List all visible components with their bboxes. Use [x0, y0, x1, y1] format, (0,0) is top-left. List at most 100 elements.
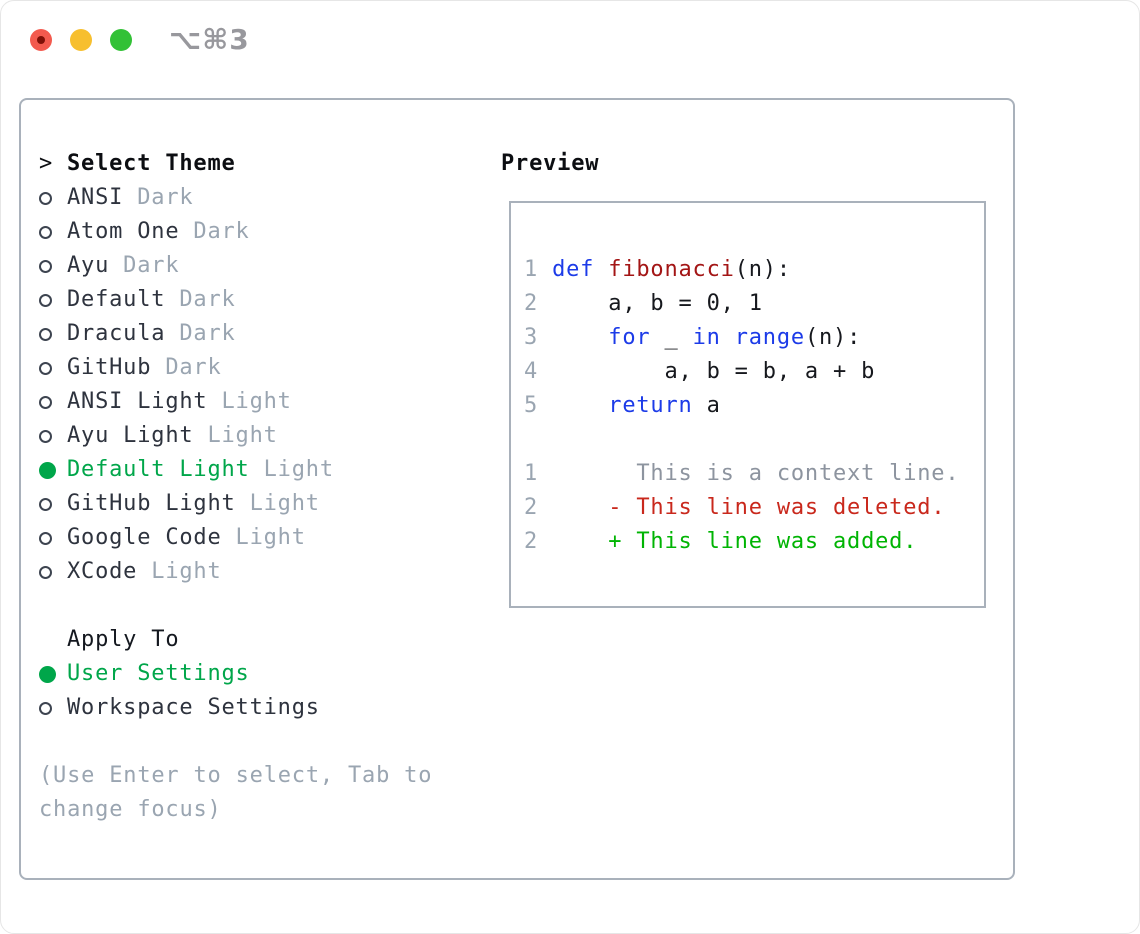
radio-icon [39, 521, 67, 555]
close-dot-icon [37, 36, 45, 44]
theme-option-label: GitHub [67, 355, 152, 380]
hint-line-2: change focus) [39, 797, 222, 822]
theme-variant-label: Dark [109, 253, 180, 278]
theme-variant-label: Light [235, 491, 320, 516]
theme-option-default-light[interactable]: Default Light Light [39, 453, 489, 487]
theme-option-github-light[interactable]: GitHub Light Light [39, 487, 489, 521]
code-line: 2 + This line was added. [524, 525, 984, 559]
theme-option-label: Ayu Light [67, 423, 194, 448]
radio-selected-icon [39, 453, 67, 487]
select-theme-label: Select Theme [67, 151, 236, 176]
titlebar: ⌥⌘3 [1, 1, 1139, 79]
line-number: 5 [524, 393, 553, 418]
theme-option-label: GitHub Light [67, 491, 236, 516]
line-number: 3 [524, 325, 553, 350]
close-button[interactable] [30, 29, 52, 51]
theme-option-label: ANSI [67, 185, 124, 210]
token-pln [594, 257, 608, 282]
token-pln [552, 495, 608, 520]
line-number: 4 [524, 359, 553, 384]
theme-option-label: Default [67, 287, 166, 312]
radio-icon [39, 487, 67, 521]
theme-option-google-code[interactable]: Google Code Light [39, 521, 489, 555]
theme-option-label: Default Light [67, 457, 250, 482]
code-line: 3 for _ in range(n): [524, 321, 984, 355]
theme-variant-label: Light [193, 423, 278, 448]
apply-option-user-settings[interactable]: User Settings [39, 657, 489, 691]
token-pln: (n): [804, 325, 862, 350]
theme-option-default[interactable]: Default Dark [39, 283, 489, 317]
token-pln [721, 325, 735, 350]
token-pln: a [692, 393, 721, 418]
token-del: - This line was deleted. [608, 495, 946, 520]
theme-option-atom-one[interactable]: Atom One Dark [39, 215, 489, 249]
theme-option-github[interactable]: GitHub Dark [39, 351, 489, 385]
theme-option-ansi-light[interactable]: ANSI Light Light [39, 385, 489, 419]
select-theme-header: > Select Theme [39, 147, 489, 181]
minimize-button[interactable] [70, 29, 92, 51]
spacer [39, 725, 489, 759]
window-title: ⌥⌘3 [169, 23, 250, 56]
radio-icon [39, 691, 67, 725]
theme-option-ansi[interactable]: ANSI Dark [39, 181, 489, 215]
token-kw: return [608, 393, 693, 418]
theme-variant-label: Dark [123, 185, 194, 210]
radio-icon [39, 351, 67, 385]
theme-variant-label: Light [207, 389, 292, 414]
theme-option-dracula[interactable]: Dracula Dark [39, 317, 489, 351]
radio-icon [39, 555, 67, 589]
token-kw: def [552, 257, 595, 282]
apply-option-label: Workspace Settings [67, 695, 320, 720]
theme-option-label: Atom One [67, 219, 180, 244]
theme-option-label: ANSI Light [67, 389, 208, 414]
radio-icon [39, 317, 67, 351]
theme-option-label: Ayu [67, 253, 110, 278]
radio-icon [39, 181, 67, 215]
code-line: 2 a, b = 0, 1 [524, 287, 984, 321]
cursor-chevron-icon: > [39, 151, 54, 176]
token-pln [552, 529, 608, 554]
token-add: + This line was added. [608, 529, 918, 554]
radio-icon [39, 249, 67, 283]
code-line: 4 a, b = b, a + b [524, 355, 984, 389]
token-pln: (n): [734, 257, 791, 282]
theme-option-ayu-light[interactable]: Ayu Light Light [39, 419, 489, 453]
theme-option-ayu[interactable]: Ayu Dark [39, 249, 489, 283]
spacer [39, 589, 489, 623]
line-number: 1 [524, 461, 553, 486]
apply-to-label: Apply To [67, 627, 180, 652]
line-number: 1 [524, 257, 553, 282]
token-kw: range [734, 325, 805, 350]
theme-variant-label: Dark [165, 287, 236, 312]
token-pln [552, 325, 608, 350]
token-pln: _ [650, 325, 693, 350]
token-kw: for [608, 325, 651, 350]
zoom-button[interactable] [110, 29, 132, 51]
theme-option-label: XCode [67, 559, 138, 584]
line-number: 2 [524, 495, 553, 520]
line-number: 2 [524, 291, 553, 316]
radio-icon [39, 385, 67, 419]
code-line: 1 def fibonacci(n): [524, 253, 984, 287]
apply-to-header: Apply To [39, 623, 489, 657]
radio-icon [39, 215, 67, 249]
token-fn: fibonacci [608, 257, 735, 282]
apply-option-workspace-settings[interactable]: Workspace Settings [39, 691, 489, 725]
token-pln: a, b = b, a + b [552, 359, 876, 384]
preview-title: Preview [501, 151, 600, 176]
theme-variant-label: Dark [179, 219, 250, 244]
code-line: 1 This is a context line. [524, 457, 984, 491]
theme-option-label: Dracula [67, 321, 166, 346]
theme-option-xcode[interactable]: XCode Light [39, 555, 489, 589]
token-pln: a, b = 0, 1 [552, 291, 763, 316]
theme-variant-label: Light [137, 559, 222, 584]
radio-selected-icon [39, 657, 67, 691]
token-kw: in [692, 325, 721, 350]
code-line: 5 return a [524, 389, 984, 423]
hint-line-1: (Use Enter to select, Tab to [39, 763, 433, 788]
